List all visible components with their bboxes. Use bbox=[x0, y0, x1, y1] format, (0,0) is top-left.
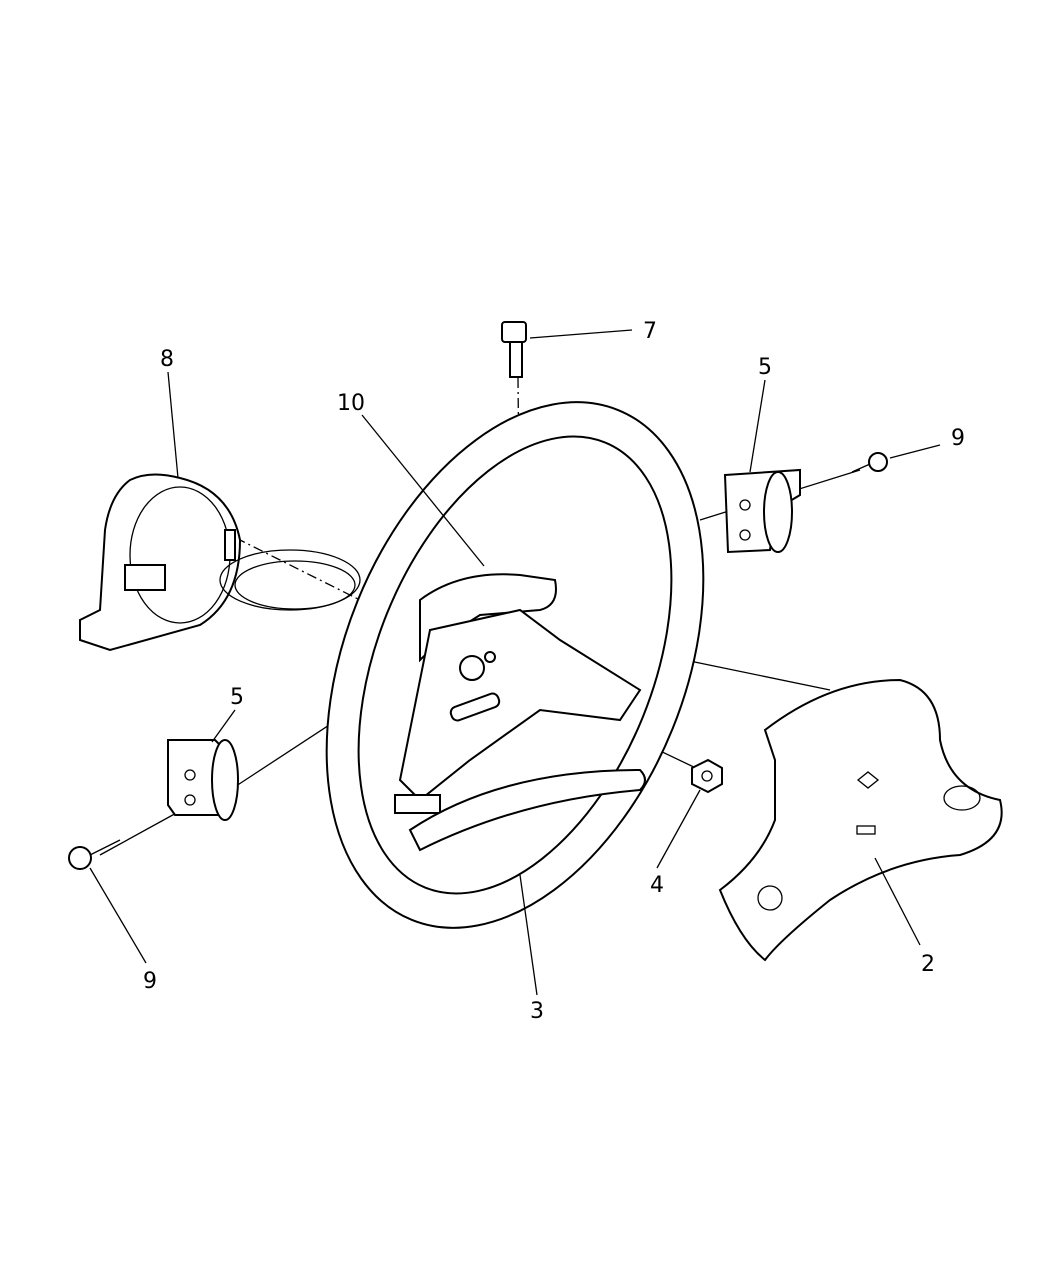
leader-lines bbox=[89, 329, 941, 996]
bolt bbox=[501, 321, 527, 378]
callout-2: 2 bbox=[921, 952, 935, 977]
callout-10: 10 bbox=[337, 391, 365, 416]
callout-3: 3 bbox=[530, 999, 544, 1024]
callout-5-right: 5 bbox=[758, 355, 772, 380]
steering-wheel bbox=[325, 401, 705, 929]
clockspring bbox=[79, 473, 361, 652]
callout-8: 8 bbox=[160, 347, 174, 372]
screw-right bbox=[851, 452, 888, 473]
switch-left bbox=[167, 739, 239, 821]
nut bbox=[691, 758, 723, 794]
callout-9-left: 9 bbox=[143, 969, 157, 994]
callout-9-right: 9 bbox=[951, 426, 965, 451]
screw-left bbox=[68, 839, 121, 870]
callout-4: 4 bbox=[650, 873, 664, 898]
callout-7: 7 bbox=[643, 319, 657, 344]
rear-cover bbox=[718, 678, 1003, 962]
callout-5-left: 5 bbox=[230, 685, 244, 710]
switch-right bbox=[723, 468, 801, 554]
